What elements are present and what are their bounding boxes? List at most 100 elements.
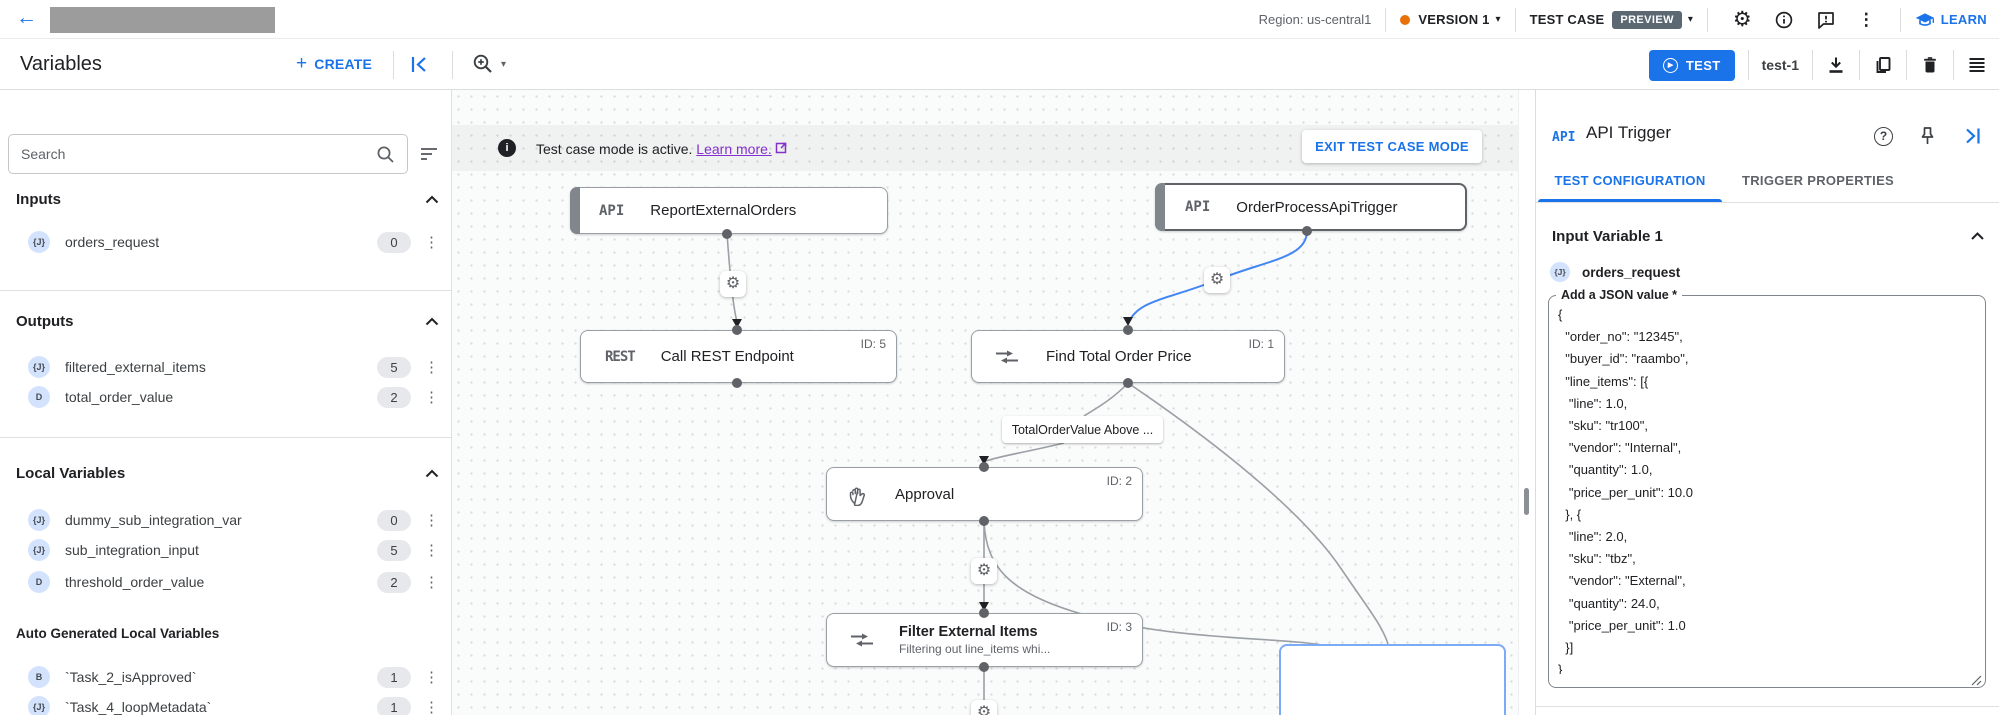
- variable-row[interactable]: {J} `Task_4_loopMetadata` 1 ⋮: [0, 692, 451, 715]
- connection-dot[interactable]: [1302, 226, 1312, 236]
- connection-dot[interactable]: [1123, 325, 1133, 335]
- divider: [1953, 50, 1954, 80]
- create-variable-button[interactable]: + CREATE: [296, 54, 372, 73]
- variable-row[interactable]: {J} sub_integration_input 5 ⋮: [0, 535, 451, 565]
- connection-dot[interactable]: [732, 378, 742, 388]
- log-menu-icon[interactable]: [1967, 55, 1987, 75]
- edge-settings-gear-icon[interactable]: ⚙: [1204, 267, 1230, 293]
- copy-icon[interactable]: [1873, 55, 1893, 75]
- region-label: Region: us-central1: [1258, 12, 1372, 27]
- test-button-label: TEST: [1685, 57, 1721, 73]
- sort-filter-icon[interactable]: [420, 146, 438, 167]
- node-call-rest-endpoint[interactable]: REST Call REST Endpoint ID: 5: [580, 330, 897, 383]
- banner-text: Test case mode is active. Learn more.: [536, 141, 787, 157]
- divider: [1514, 7, 1516, 32]
- learn-more-link[interactable]: Learn more.: [696, 141, 787, 157]
- variable-row[interactable]: {J} filtered_external_items 5 ⋮: [0, 352, 451, 382]
- more-vertical-icon[interactable]: ⋮: [424, 388, 439, 406]
- usage-count-badge: 5: [377, 356, 411, 378]
- play-icon: ▶: [1662, 57, 1678, 73]
- node-selected-placeholder[interactable]: [1279, 644, 1506, 715]
- more-vertical-icon[interactable]: ⋮: [424, 511, 439, 529]
- settings-gear-icon[interactable]: ⚙: [1732, 8, 1752, 31]
- variable-row[interactable]: {J} orders_request 0 ⋮: [0, 227, 451, 257]
- connection-dot[interactable]: [979, 662, 989, 672]
- test-case-name[interactable]: test-1: [1761, 57, 1799, 73]
- chevron-up-icon[interactable]: [1970, 231, 1985, 241]
- collapse-panel-right-icon[interactable]: [1962, 126, 1983, 146]
- node-report-external-orders[interactable]: API ReportExternalOrders: [570, 187, 888, 234]
- connection-dot[interactable]: [979, 608, 989, 618]
- section-header-auto-generated: Auto Generated Local Variables: [16, 620, 439, 646]
- external-link-icon: [775, 141, 787, 157]
- edge-condition-label[interactable]: TotalOrderValue Above ...: [1002, 416, 1163, 443]
- tab-test-configuration[interactable]: TEST CONFIGURATION: [1536, 158, 1724, 202]
- more-vertical-icon[interactable]: ⋮: [424, 541, 439, 559]
- workflow-canvas[interactable]: i Test case mode is active. Learn more. …: [452, 90, 1518, 715]
- node-filter-external-items[interactable]: Filter External Items Filtering out line…: [826, 613, 1143, 667]
- edge-settings-gear-icon[interactable]: ⚙: [971, 558, 997, 584]
- learn-button[interactable]: LEARN: [1915, 12, 1987, 28]
- version-selector[interactable]: VERSION 1 ▾: [1400, 12, 1501, 27]
- exit-test-case-mode-button[interactable]: EXIT TEST CASE MODE: [1302, 130, 1482, 163]
- variable-row[interactable]: {J} dummy_sub_integration_var 0 ⋮: [0, 505, 451, 535]
- version-label: VERSION 1: [1418, 12, 1490, 27]
- delete-trash-icon[interactable]: [1920, 55, 1940, 75]
- divider: [393, 51, 394, 79]
- download-icon[interactable]: [1826, 55, 1846, 75]
- variable-name: `Task_2_isApproved`: [65, 669, 197, 685]
- node-title: Call REST Endpoint: [660, 348, 794, 365]
- node-find-total-order-price[interactable]: Find Total Order Price ID: 1: [971, 330, 1285, 383]
- connection-dot[interactable]: [732, 325, 742, 335]
- node-id-label: ID: 3: [1106, 620, 1132, 634]
- connection-dot[interactable]: [979, 462, 989, 472]
- pin-icon[interactable]: [1919, 126, 1936, 146]
- search-input[interactable]: [21, 146, 376, 162]
- scrollbar-thumb[interactable]: [1524, 488, 1529, 515]
- chevron-up-icon[interactable]: [425, 195, 439, 204]
- connection-dot[interactable]: [979, 516, 989, 526]
- double-type-icon: D: [28, 571, 50, 593]
- help-icon[interactable]: ?: [1874, 126, 1893, 146]
- more-vertical-icon[interactable]: ⋮: [424, 233, 439, 251]
- create-label: CREATE: [314, 55, 373, 72]
- collapse-panel-icon[interactable]: [408, 54, 430, 80]
- feedback-icon[interactable]: [1816, 10, 1836, 30]
- zoom-control[interactable]: ▾: [472, 53, 506, 75]
- usage-count-badge: 0: [377, 509, 411, 531]
- section-title: Outputs: [16, 312, 74, 330]
- edge-settings-gear-icon[interactable]: ⚙: [971, 700, 997, 715]
- more-vertical-icon[interactable]: ⋮: [424, 573, 439, 591]
- more-vertical-icon[interactable]: ⋮: [424, 698, 439, 715]
- node-approval[interactable]: Approval ID: 2: [826, 467, 1143, 521]
- node-title: Find Total Order Price: [1046, 348, 1192, 365]
- node-accent-bar: [1155, 183, 1165, 231]
- node-accent-bar: [570, 187, 580, 234]
- resize-handle-icon[interactable]: [1971, 673, 1982, 686]
- node-order-process-api-trigger[interactable]: API OrderProcessApiTrigger: [1155, 183, 1467, 231]
- info-icon[interactable]: [1774, 10, 1794, 30]
- more-vertical-icon[interactable]: ⋮: [424, 358, 439, 376]
- back-arrow-icon[interactable]: ←: [16, 6, 37, 29]
- more-vertical-icon[interactable]: ⋮: [424, 668, 439, 686]
- section-title: Input Variable 1: [1552, 227, 1663, 245]
- test-button[interactable]: ▶ TEST: [1648, 49, 1735, 81]
- more-vertical-icon[interactable]: ⋮: [1857, 10, 1875, 29]
- variable-row[interactable]: B `Task_2_isApproved` 1 ⋮: [0, 662, 451, 692]
- panel-tabs: TEST CONFIGURATION TRIGGER PROPERTIES: [1536, 158, 1999, 203]
- json-value-field: Add a JSON value * { "order_no": "12345"…: [1548, 288, 1986, 688]
- panel-variable-row: {J} orders_request: [1550, 260, 1680, 284]
- panel-title: API Trigger: [1586, 123, 1672, 142]
- tab-trigger-properties[interactable]: TRIGGER PROPERTIES: [1741, 172, 1895, 188]
- json-value-input[interactable]: { "order_no": "12345", "buyer_id": "raam…: [1558, 307, 1693, 674]
- chevron-up-icon[interactable]: [425, 469, 439, 478]
- trigger-config-panel: API API Trigger ? TEST CONFIGURATION TRI…: [1535, 90, 1999, 715]
- edge-settings-gear-icon[interactable]: ⚙: [720, 271, 746, 297]
- variable-row[interactable]: D threshold_order_value 2 ⋮: [0, 567, 451, 597]
- variable-row[interactable]: D total_order_value 2 ⋮: [0, 382, 451, 412]
- chevron-up-icon[interactable]: [425, 317, 439, 326]
- divider: [1906, 50, 1907, 80]
- connection-dot[interactable]: [1123, 378, 1133, 388]
- test-case-selector[interactable]: TEST CASE PREVIEW ▾: [1530, 10, 1693, 29]
- connection-dot[interactable]: [722, 229, 732, 239]
